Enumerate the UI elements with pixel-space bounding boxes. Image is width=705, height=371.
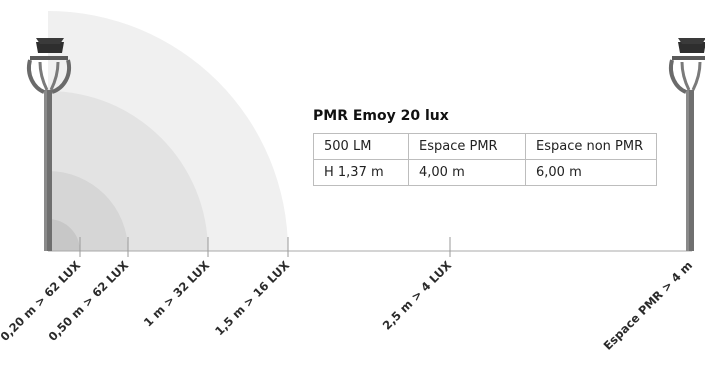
specs-table: 500 LM Espace PMR Espace non PMR H 1,37 … [313,133,657,186]
tick-label-1-5m: 1,5 m > 16 LUX [212,258,292,338]
table-row: H 1,37 m 4,00 m 6,00 m [313,159,657,186]
table-cell: Espace non PMR [525,133,657,160]
tick-label-espace-pmr: Espace PMR > 4 m [601,258,696,353]
table-cell: H 1,37 m [313,159,409,186]
table-row: 500 LM Espace PMR Espace non PMR [313,133,657,160]
table-cell: Espace PMR [408,133,526,160]
tick-marks [79,237,451,257]
tick-label-1m: 1 m > 32 LUX [141,258,212,329]
table-title: PMR Emoy 20 lux [313,108,449,124]
table-cell: 4,00 m [408,159,526,186]
tick-label-0-50m: 0,50 m > 62 LUX [45,258,131,344]
table-cell: 500 LM [313,133,409,160]
tick-label-0-20m: 0,20 m > 62 LUX [0,258,83,344]
lamp-post-left [27,38,71,251]
light-zone-0-20m [48,219,80,251]
tick-label-2-5m: 2,5 m > 4 LUX [380,258,454,332]
table-cell: 6,00 m [525,159,657,186]
lamp-post-right [669,38,705,251]
